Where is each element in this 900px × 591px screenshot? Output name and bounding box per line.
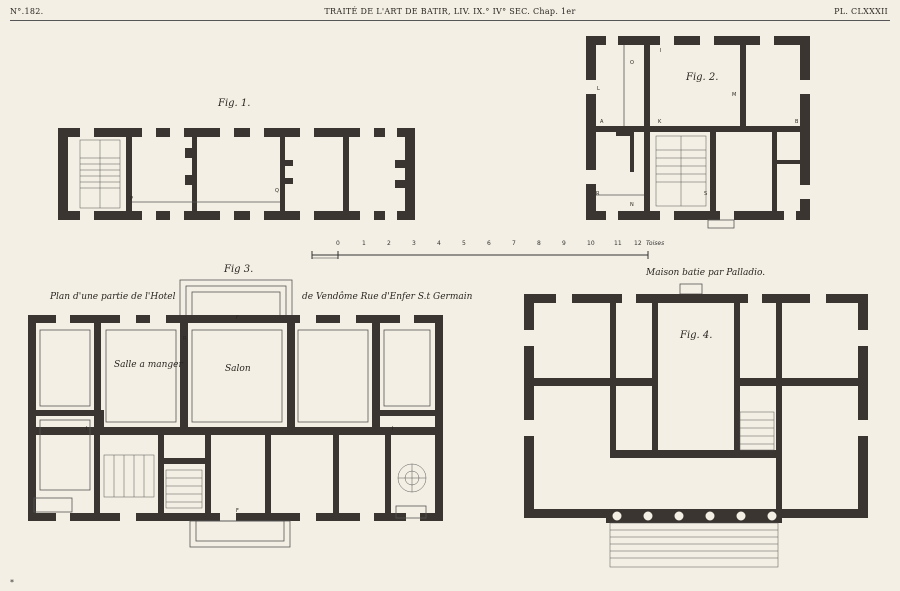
scale-unit: Toises [646, 240, 665, 247]
fig1-label: Fig. 1. [218, 98, 251, 109]
fig3-letter-f-top: F [236, 315, 239, 321]
fig1-letter-p: P [130, 196, 134, 202]
fig2-label: Fig. 2. [686, 72, 719, 83]
fig2-letter-a: A [600, 119, 604, 125]
scale-tick-label: 4 [437, 240, 441, 247]
scale-tick-label: 11 [614, 240, 622, 247]
scale-tick-label: 6 [487, 240, 491, 247]
scale-tick-label: 0 [336, 240, 340, 247]
fig3-letter-i-right: I [392, 426, 394, 432]
fig4-plan [524, 283, 868, 568]
fig2-letter-r: R [596, 191, 600, 197]
fig3-letter-r: R [183, 336, 187, 342]
fig2-letter-k: K [658, 119, 662, 125]
fig3-plan [28, 279, 443, 548]
fig2-plan [586, 36, 810, 229]
scale-tick-label: 1 [362, 240, 366, 247]
scale-tick-label: 3 [412, 240, 416, 247]
fig4-title: Maison batie par Palladio. [646, 268, 766, 278]
fig4-label: Fig. 4. [680, 330, 713, 341]
scale-bar [311, 251, 649, 259]
fig3-letter-f-bottom: F [236, 508, 239, 514]
scale-tick-label: 7 [512, 240, 516, 247]
fig1-letter-q: Q [275, 188, 279, 194]
scale-tick-label: 8 [537, 240, 541, 247]
fig3-letter-i-left: I [86, 426, 88, 432]
header-rule [10, 20, 890, 21]
plate-number: N°.182. [10, 7, 44, 16]
fig2-letter-b: B [795, 119, 799, 125]
fig3-label: Fig 3. [224, 264, 254, 275]
room-salle-a-manger: Salle a manger [114, 360, 183, 370]
footer-mark: * [10, 578, 14, 587]
fig3-caption-right: de Vendôme Rue d'Enfer S.t Germain [302, 292, 473, 302]
fig2-letter-s: S [704, 191, 708, 197]
fig1-plan [58, 128, 415, 220]
scale-tick-label: 10 [587, 240, 595, 247]
fig3-caption-left: Plan d'une partie de l'Hotel [50, 292, 176, 302]
fig2-letter-i: I [660, 48, 662, 54]
room-salon: Salon [225, 364, 251, 374]
fig2-letter-l: L [597, 86, 600, 92]
plate-title: TRAITÉ DE L'ART DE BATIR, LIV. IX.° IV° … [324, 7, 576, 16]
fig2-letter-n: N [630, 202, 634, 208]
scale-tick-label: 2 [387, 240, 391, 247]
scale-tick-label: 12 [634, 240, 642, 247]
fig2-letter-o: O [630, 60, 634, 66]
fig2-letter-m: M [732, 92, 737, 98]
scale-tick-label: 5 [462, 240, 466, 247]
scale-tick-label: 9 [562, 240, 566, 247]
plate-label: PL. CLXXXII [834, 7, 888, 16]
